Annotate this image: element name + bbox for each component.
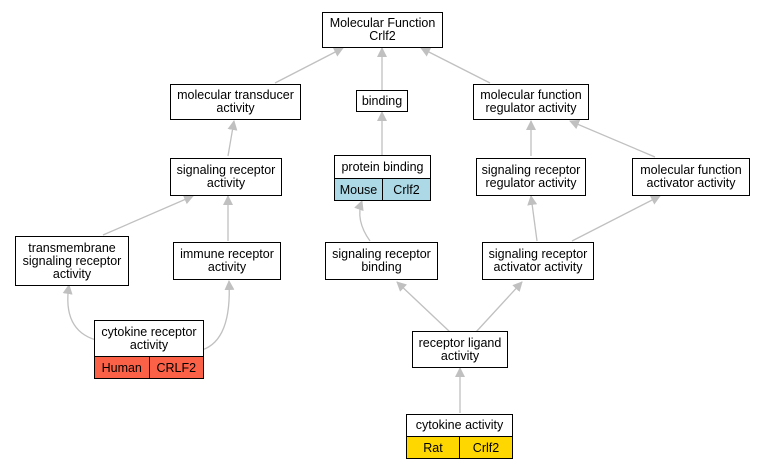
node-signaling-receptor-regulator-activity[interactable]: signaling receptor regulator activity bbox=[476, 158, 586, 196]
species-name: Rat bbox=[423, 440, 443, 455]
node-molecular-function-activator-activity[interactable]: molecular function activator activity bbox=[632, 158, 750, 196]
node-cytokine-receptor-activity[interactable]: cytokine receptor activity Human CRLF2 bbox=[94, 320, 204, 379]
node-molecular-transducer-activity[interactable]: molecular transducer activity bbox=[170, 84, 301, 120]
node-label: signaling receptor binding bbox=[332, 247, 431, 274]
node-label: molecular transducer activity bbox=[177, 88, 294, 115]
species-annotation: Mouse Crlf2 bbox=[335, 178, 430, 200]
node-label: signaling receptor activity bbox=[176, 163, 276, 190]
gene-symbol: Crlf2 bbox=[459, 437, 512, 458]
node-signaling-receptor-activity[interactable]: signaling receptor activity bbox=[170, 158, 282, 196]
edge-transducer-to-root bbox=[274, 47, 344, 84]
edge-sractivator-to-activator bbox=[571, 195, 661, 242]
edge-activator-to-regulator bbox=[569, 119, 656, 158]
edge-sractivator-to-srreg bbox=[527, 195, 538, 242]
node-signaling-receptor-activator-activity[interactable]: signaling receptor activator activity bbox=[482, 242, 594, 280]
edge-transmembrane-to-sr bbox=[102, 194, 194, 236]
node-label: molecular function activator activity bbox=[640, 163, 742, 190]
node-label: receptor ligand activity bbox=[418, 335, 502, 363]
node-molecular-function-regulator-activity[interactable]: molecular function regulator activity bbox=[473, 84, 589, 120]
node-molecular-function-root[interactable]: Molecular Function Crlf2 bbox=[322, 12, 443, 48]
node-label: cytokine activity bbox=[415, 418, 504, 432]
node-label: binding bbox=[361, 93, 403, 108]
gene-symbol: CRLF2 bbox=[148, 357, 204, 378]
edge-srbinding-to-pb bbox=[354, 200, 371, 242]
gene-symbol: Crlf2 bbox=[382, 179, 430, 200]
edge-ligand-to-srbinding bbox=[396, 281, 451, 333]
edge-cytrec-to-immune bbox=[201, 280, 235, 351]
species-name: Human bbox=[101, 360, 142, 375]
node-protein-binding[interactable]: protein binding Mouse Crlf2 bbox=[334, 155, 431, 201]
species-annotation: Rat Crlf2 bbox=[407, 436, 512, 458]
edge-regulator-to-root bbox=[420, 47, 491, 84]
species-name: Mouse bbox=[339, 182, 378, 197]
edge-ligand-to-sractivator bbox=[475, 281, 523, 333]
node-cytokine-activity[interactable]: cytokine activity Rat Crlf2 bbox=[406, 414, 513, 459]
node-immune-receptor-activity[interactable]: immune receptor activity bbox=[173, 242, 281, 280]
node-label: protein binding bbox=[341, 159, 424, 174]
node-label: immune receptor activity bbox=[180, 247, 274, 274]
edge-sr-to-transducer bbox=[227, 120, 238, 157]
species-annotation: Human CRLF2 bbox=[95, 356, 203, 378]
node-label: molecular function regulator activity bbox=[480, 88, 582, 115]
node-label: signaling receptor regulator activity bbox=[481, 163, 581, 190]
node-transmembrane-signaling-receptor-activity[interactable]: transmembrane signaling receptor activit… bbox=[15, 236, 129, 286]
node-binding[interactable]: binding bbox=[356, 90, 408, 112]
node-label: transmembrane signaling receptor activit… bbox=[22, 240, 122, 281]
node-signaling-receptor-binding[interactable]: signaling receptor binding bbox=[325, 242, 438, 280]
node-label: Molecular Function Crlf2 bbox=[329, 16, 436, 43]
node-label: cytokine receptor activity bbox=[101, 324, 197, 352]
node-receptor-ligand-activity[interactable]: receptor ligand activity bbox=[412, 331, 508, 368]
edge-cytrec-to-transmembrane bbox=[62, 284, 97, 341]
node-label: signaling receptor activator activity bbox=[488, 247, 588, 274]
